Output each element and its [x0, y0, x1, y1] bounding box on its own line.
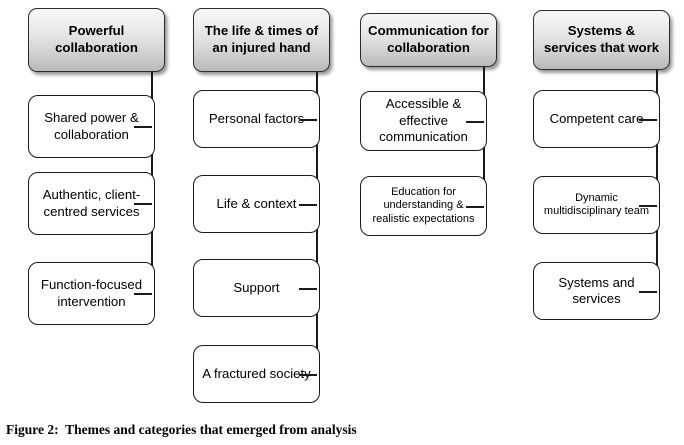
- theme-column-systems-services: Systems & services that work Competent c…: [525, 0, 680, 410]
- theme-header-box[interactable]: Powerful collaboration: [28, 8, 165, 72]
- theme-header-box[interactable]: The life & times of an injured hand: [193, 8, 330, 72]
- category-box[interactable]: Dynamic multidisciplinary team: [533, 176, 660, 234]
- connector-stub: [134, 293, 152, 295]
- category-box[interactable]: Accessible & effective communication: [360, 91, 487, 151]
- figure-caption: Figure 2: Themes and categories that eme…: [6, 422, 357, 437]
- category-box[interactable]: Systems and services: [533, 262, 660, 320]
- connector-stub: [466, 121, 484, 123]
- category-box[interactable]: Personal factors: [193, 90, 320, 148]
- category-box[interactable]: Competent care: [533, 90, 660, 148]
- connector-stub: [134, 126, 152, 128]
- category-box[interactable]: Shared power & collaboration: [28, 95, 155, 158]
- connector-stub: [134, 203, 152, 205]
- category-box[interactable]: Life & context: [193, 175, 320, 233]
- theme-column-powerful-collaboration: Powerful collaboration Shared power & co…: [20, 0, 175, 410]
- category-box[interactable]: Support: [193, 259, 320, 317]
- connector-stub: [639, 119, 657, 121]
- connector-stub: [299, 119, 317, 121]
- category-box[interactable]: A fractured society: [193, 345, 320, 403]
- theme-column-communication: Communication for collaboration Accessib…: [352, 0, 507, 410]
- theme-header-box[interactable]: Communication for collaboration: [360, 13, 497, 67]
- themes-diagram: Powerful collaboration Shared power & co…: [20, 0, 680, 410]
- category-box[interactable]: Education for understanding & realistic …: [360, 176, 487, 236]
- category-box[interactable]: Authentic, client-centred services: [28, 172, 155, 235]
- connector-stub: [299, 204, 317, 206]
- connector-stub: [299, 288, 317, 290]
- connector-stub: [466, 206, 484, 208]
- theme-column-life-and-times: The life & times of an injured hand Pers…: [185, 0, 340, 410]
- connector-stub: [639, 205, 657, 207]
- theme-header-box[interactable]: Systems & services that work: [533, 10, 670, 70]
- connector-stub: [299, 374, 317, 376]
- connector-stub: [639, 291, 657, 293]
- category-box[interactable]: Function-focused intervention: [28, 262, 155, 325]
